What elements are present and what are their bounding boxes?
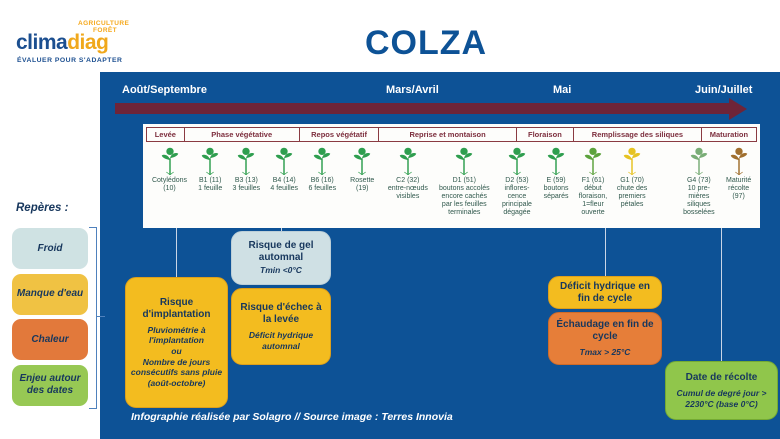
callout-body: Déficit hydrique automnal (248, 329, 314, 351)
logo-agriculture-label: AGRICULTURE (78, 20, 130, 27)
stage-item: Cotylédons (10) (146, 145, 193, 193)
credit-line: Infographie réalisée par Solagro // Sour… (131, 411, 453, 423)
callout-body: Tmin <0°C (260, 265, 302, 276)
plant-stage-icon (397, 145, 419, 175)
callout-date-recolte: Date de récolte Cumul de degré jour > 22… (665, 361, 778, 420)
stage-label: Maturité récolte (97) (725, 177, 752, 201)
callout-title: Échaudage en fin de cycle (556, 319, 654, 343)
plant-stage-icon (453, 145, 475, 175)
plant-stage-icon (199, 145, 221, 175)
plant-stage-icon (311, 145, 333, 175)
stage-label: F1 (61) début floraison, 1=fleur ouverte (578, 177, 608, 217)
stage-item: B1 (11) 1 feuille (193, 145, 227, 193)
plant-stage-icon (688, 145, 710, 175)
leader-line-gel (281, 228, 282, 232)
phase-header-cell: Phase végétative (183, 127, 300, 142)
month-label-juin-juillet: Juin/Juillet (695, 84, 753, 96)
stage-item: D2 (53) inflores- cence principale dégag… (496, 145, 538, 217)
plant-stage-icon (273, 145, 295, 175)
stages-row: Cotylédons (10) B1 (11) 1 feuille (146, 145, 757, 217)
logo-tagline: ÉVALUER POUR S'ADAPTER (17, 57, 123, 64)
stage-item: C2 (32) entre-nœuds visibles (383, 145, 432, 201)
legend-item: Enjeu autour des dates (12, 364, 88, 406)
stage-item: E (59) boutons séparés (538, 145, 574, 201)
climadiag-logo: AGRICULTURE FORÊT climadiag ÉVALUER POUR… (14, 20, 184, 70)
phase-header-cell: Remplissage des siliques (572, 127, 702, 142)
stage-item: F1 (61) début floraison, 1=fleur ouverte (574, 145, 612, 217)
stage-label: B4 (14) 4 feuilles (270, 177, 299, 193)
callout-title: Risque de gel automnal (248, 240, 314, 264)
plant-stage-icon (235, 145, 257, 175)
month-label-mars-avril: Mars/Avril (386, 84, 439, 96)
stage-item: G1 (70) chute des premiers pétales (612, 145, 653, 209)
phase-header-cell: Levée (146, 127, 185, 142)
stage-item: B6 (16) 6 feuilles (303, 145, 341, 193)
stage-label: B1 (11) 1 feuille (198, 177, 223, 193)
leader-line-implantation (176, 228, 177, 278)
stage-label: C2 (32) entre-nœuds visibles (387, 177, 428, 201)
stage-item: Rosette (19) (341, 145, 383, 193)
callout-risque-gel-automnal: Risque de gel automnal Tmin <0°C (231, 231, 331, 285)
stage-label: D2 (53) inflores- cence principale dégag… (501, 177, 532, 217)
phase-header-row: Levée Phase végétative Repos végétatif R… (146, 127, 757, 142)
stage-label: Rosette (19) (350, 177, 375, 193)
stage-label: B3 (13) 3 feuilles (232, 177, 261, 193)
stage-item: B3 (13) 3 feuilles (227, 145, 265, 193)
stage-label: B6 (16) 6 feuilles (308, 177, 337, 193)
logo-clima-text: clima (16, 31, 68, 54)
legend-list: Froid Manque d'eau Chaleur Enjeu autour … (12, 228, 88, 410)
month-label-aout-septembre: Août/Septembre (122, 84, 207, 96)
leader-line-recolte (721, 228, 722, 362)
stage-label: G1 (70) chute des premiers pétales (616, 177, 648, 209)
stage-item: G4 (73) 10 pre- mières siliques bosselée… (677, 145, 720, 217)
legend-item: Chaleur (12, 319, 88, 360)
legend-bracket (89, 227, 105, 409)
callout-body: Tmax > 25°C (579, 347, 631, 358)
phase-header-cell: Maturation (700, 127, 757, 142)
callout-body: Cumul de degré jour > 2230°C (base 0°C) (676, 387, 767, 409)
logo-wordmark: climadiag (16, 31, 109, 55)
callout-echaudage: Échaudage en fin de cycle Tmax > 25°C (548, 312, 662, 365)
plant-stage-icon (582, 145, 604, 175)
month-label-mai: Mai (553, 84, 572, 96)
logo-diag-text: diag (67, 31, 109, 54)
legend-heading: Repères : (16, 202, 69, 214)
stage-label: Cotylédons (10) (151, 177, 188, 193)
logo-foret-label: FORÊT (93, 27, 118, 34)
plant-stage-icon (545, 145, 567, 175)
phase-header-cell: Repos végétatif (298, 127, 380, 142)
timeline-arrow-shaft (115, 103, 729, 114)
callout-risque-implantation: Risque d'implantation Pluviométrie à l'i… (125, 277, 228, 408)
legend-item: Froid (12, 228, 88, 269)
callout-title: Risque d'implantation (142, 296, 211, 320)
stage-item: B4 (14) 4 feuilles (265, 145, 303, 193)
stage-item: D1 (51) boutons accolés encore cachés pa… (433, 145, 496, 217)
plant-stage-icon (506, 145, 528, 175)
stage-item: Maturité récolte (97) (720, 145, 757, 201)
leader-line-deficit (605, 228, 606, 276)
stage-label: E (59) boutons séparés (543, 177, 569, 201)
legend-item: Manque d'eau (12, 273, 88, 315)
callout-title: Risque d'échec à la levée (240, 301, 322, 325)
callout-title: Date de récolte (685, 371, 758, 383)
plant-stage-icon (351, 145, 373, 175)
stage-label: D1 (51) boutons accolés encore cachés pa… (439, 177, 490, 217)
phase-header-cell: Reprise et montaison (378, 127, 517, 142)
callout-deficit-hydrique: Déficit hydrique en fin de cycle (548, 276, 662, 309)
crop-stages-strip: Levée Phase végétative Repos végétatif R… (143, 124, 760, 228)
plant-stage-icon (728, 145, 750, 175)
callout-title: Déficit hydrique en fin de cycle (559, 280, 650, 304)
page-title: COLZA (364, 24, 488, 62)
callout-risque-echec-levee: Risque d'échec à la levée Déficit hydriq… (231, 288, 331, 365)
phase-header-cell: Floraison (515, 127, 574, 142)
timeline-arrow-head-icon (729, 97, 747, 120)
plant-stage-icon (621, 145, 643, 175)
plant-stage-icon (159, 145, 181, 175)
stage-label: G4 (73) 10 pre- mières siliques bosselée… (683, 177, 715, 217)
callout-body: Pluviométrie à l'implantation ou Nombre … (130, 324, 223, 388)
